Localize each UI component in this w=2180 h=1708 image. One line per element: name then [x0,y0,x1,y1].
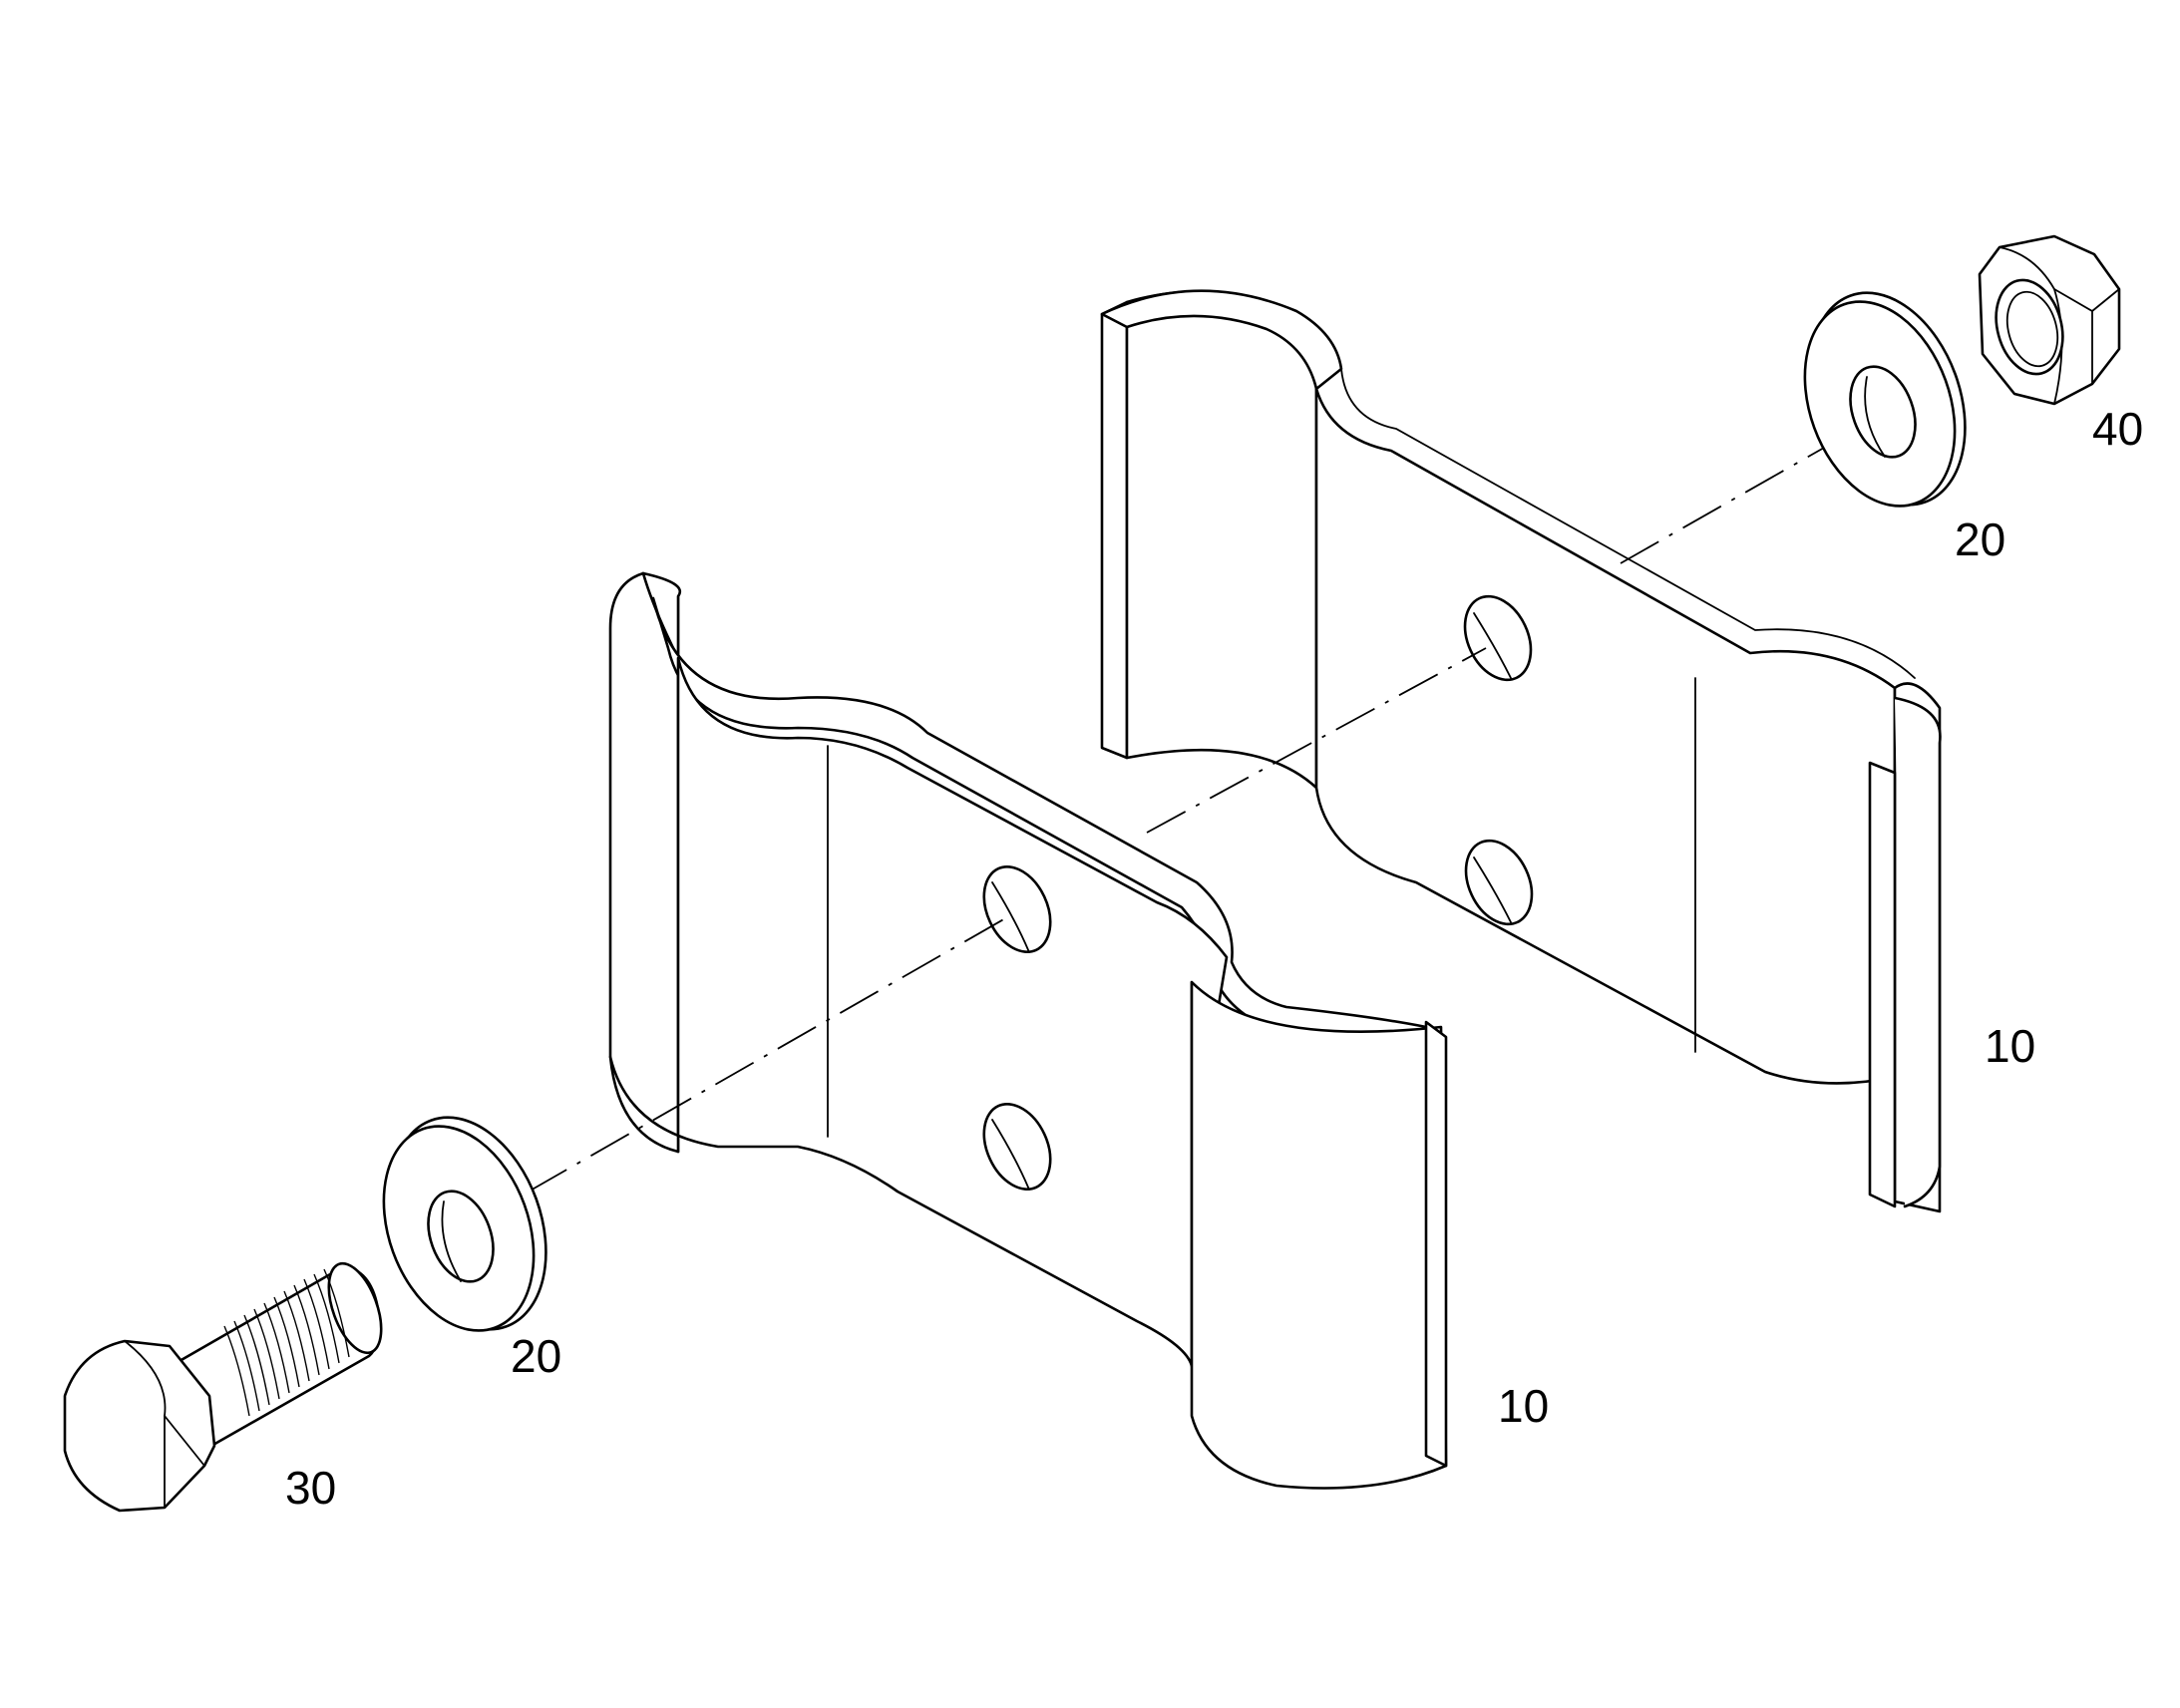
callout-rear-clamp: 10 [1985,1020,2035,1072]
front-washer [382,1116,547,1332]
rear-washer [1803,291,1967,508]
callout-bolt: 30 [285,1462,336,1514]
hex-bolt [63,1261,383,1513]
callout-front-clamp: 10 [1498,1380,1549,1432]
callout-front-washer: 20 [511,1330,561,1382]
hex-nut [1978,234,2121,406]
callout-rear-washer: 20 [1955,513,2005,565]
callout-nut: 40 [2092,403,2143,455]
rear-clamp-half [1100,289,1942,1213]
front-clamp-half [608,571,1448,1490]
